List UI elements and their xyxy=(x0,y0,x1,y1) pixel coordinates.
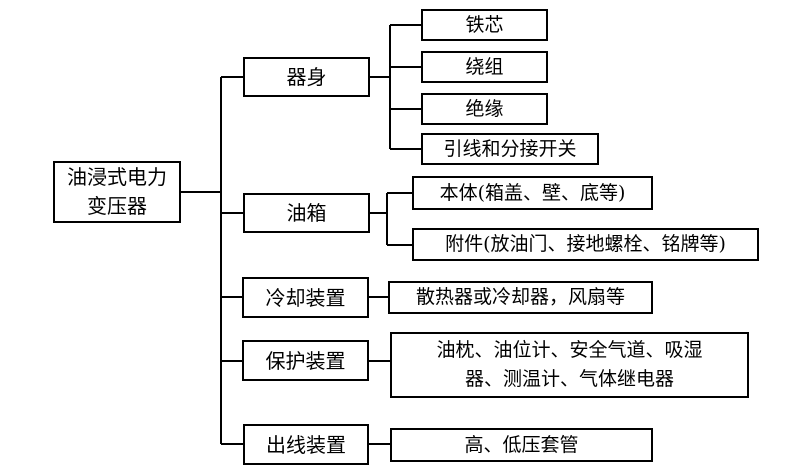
connector-trunk-branches xyxy=(221,76,243,445)
branch-label-cooling-device: 冷却装置 xyxy=(265,285,346,310)
root-label-line2: 变压器 xyxy=(87,194,147,218)
branch-label-protection-device: 保护装置 xyxy=(265,348,346,373)
leaf-label-tank-accessories: 附件(放油门、接地螺栓、铭牌等) xyxy=(445,233,726,256)
leaf-node-bushings: 高、低压套管 xyxy=(390,428,653,462)
leaf-node-protection-components: 油枕、油位计、安全气道、吸湿 器、测温计、气体继电器 xyxy=(390,332,749,398)
branch-label-outlet-device: 出线装置 xyxy=(266,432,346,457)
branch-node-body: 器身 xyxy=(243,57,370,97)
leaf-node-iron-core: 铁芯 xyxy=(421,9,548,41)
leaf-node-leads-tap-switch: 引线和分接开关 xyxy=(421,133,599,165)
branch-node-cooling-device: 冷却装置 xyxy=(242,277,369,318)
root-node: 油浸式电力 变压器 xyxy=(53,161,181,223)
branch-label-body: 器身 xyxy=(286,65,327,89)
leaf-label-iron-core: 铁芯 xyxy=(465,13,504,36)
leaf-label-winding: 绕组 xyxy=(465,55,504,78)
leaf-label-tank-body: 本体(箱盖、壁、底等) xyxy=(439,181,626,204)
leaf-label-leads-tap-switch: 引线和分接开关 xyxy=(443,137,577,160)
branch-node-outlet-device: 出线装置 xyxy=(243,424,369,465)
leaf-node-radiator-fan: 散热器或冷却器，风扇等 xyxy=(388,281,653,314)
leaf-label-protection-components-line1: 油枕、油位计、安全气道、吸湿 xyxy=(436,339,703,361)
branch-node-protection-device: 保护装置 xyxy=(242,340,369,381)
leaf-label-radiator-fan: 散热器或冷却器，风扇等 xyxy=(415,286,625,309)
leaf-node-tank-accessories: 附件(放油门、接地螺栓、铭牌等) xyxy=(412,228,759,261)
leaf-label-bushings: 高、低压套管 xyxy=(464,433,579,456)
leaf-label-protection-components-line2: 器、测温计、气体继电器 xyxy=(464,368,674,390)
leaf-node-winding: 绕组 xyxy=(421,51,548,83)
root-label-line1: 油浸式电力 xyxy=(67,165,167,189)
branch-node-oil-tank: 油箱 xyxy=(243,193,370,233)
leaf-node-insulation: 绝缘 xyxy=(421,93,548,125)
leaf-node-tank-body: 本体(箱盖、壁、底等) xyxy=(412,176,653,210)
connector-oil-tank-rail xyxy=(370,192,412,246)
leaf-label-insulation: 绝缘 xyxy=(465,97,504,120)
branch-label-oil-tank: 油箱 xyxy=(286,201,327,225)
connector-body-rail xyxy=(370,24,421,150)
